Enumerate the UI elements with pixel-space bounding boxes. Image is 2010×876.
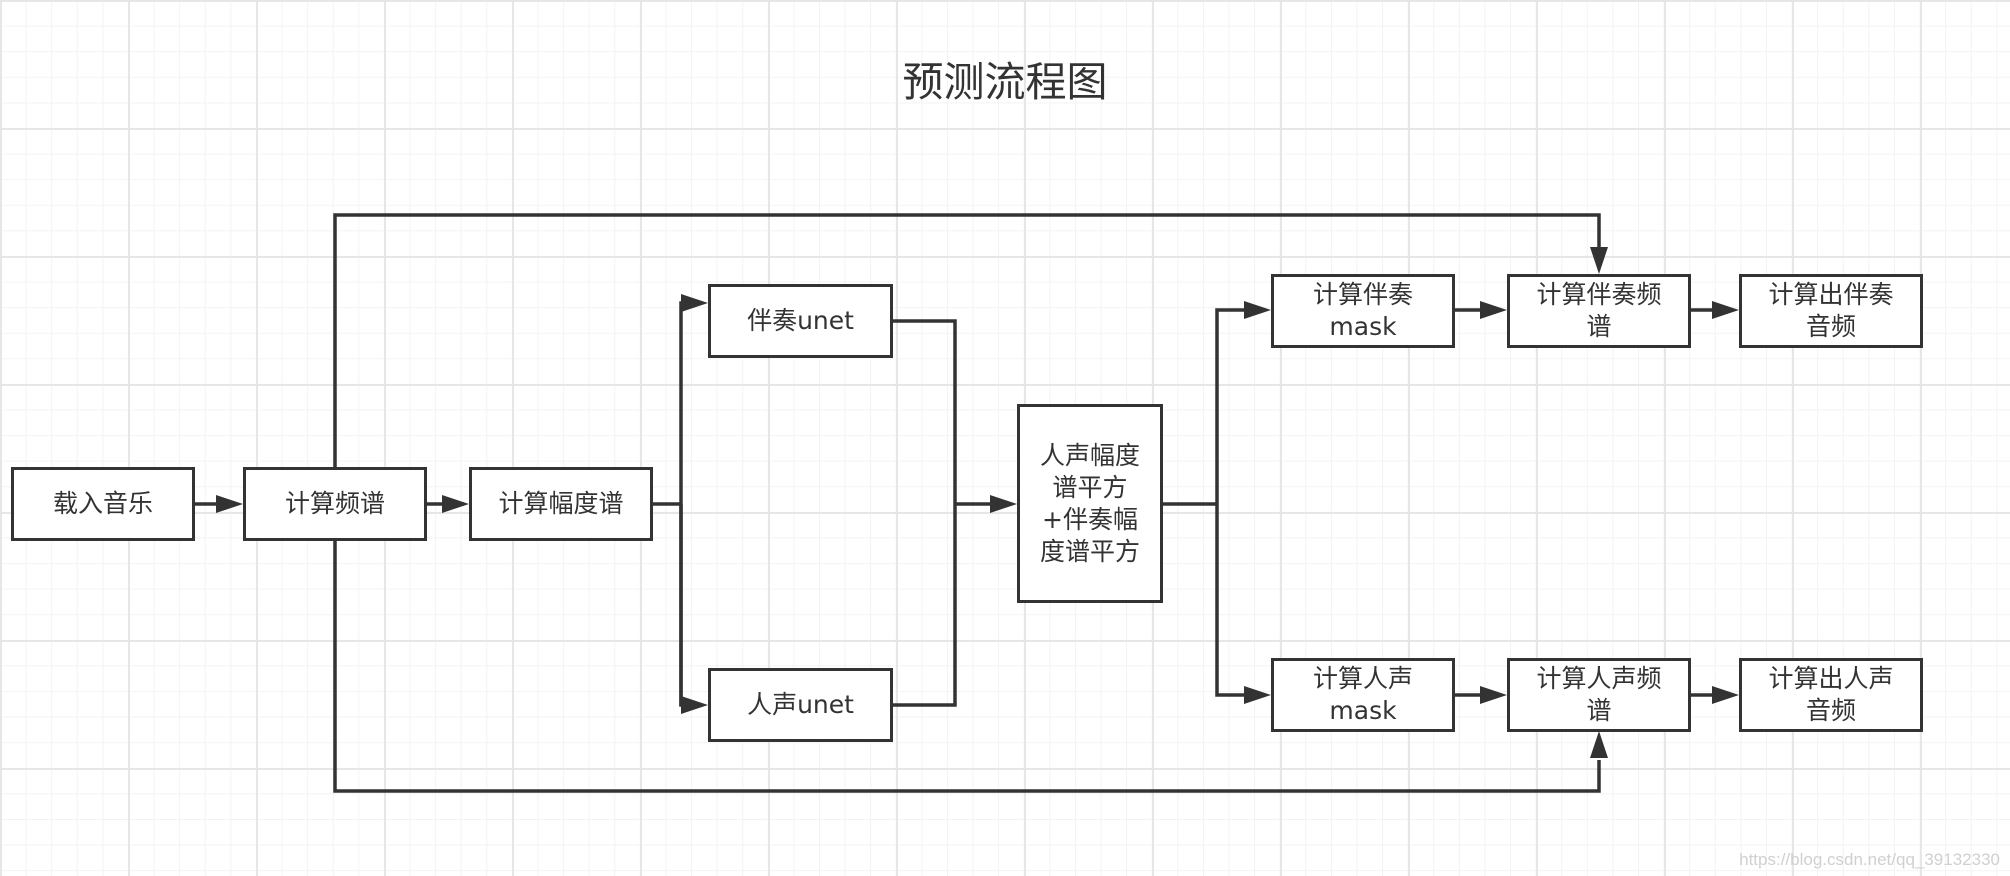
edge-vocal-unet-merge (892, 504, 957, 707)
arrowhead-magnitude (442, 495, 469, 513)
arrowhead-accomp-spectrum-left (1480, 301, 1507, 319)
node-vocal-spectrum[interactable]: 计算人声频 谱 (1507, 658, 1691, 732)
arrowhead-vocal-spectrum-left (1480, 686, 1507, 704)
arrowhead-accomp-mask (1244, 301, 1271, 319)
watermark: https://blog.csdn.net/qq_39132330 (1739, 850, 2000, 869)
arrowhead-accomp-audio (1712, 301, 1739, 319)
diagram-title: 预测流程图 (902, 58, 1108, 106)
node-vocal-audio[interactable]: 计算出人声 音频 (1739, 658, 1923, 732)
node-vocal-mask[interactable]: 计算人声 mask (1271, 658, 1455, 732)
edge-sum-to-accomp-mask (1215, 308, 1256, 504)
arrowhead-vocal-audio (1712, 686, 1739, 704)
edge-spectrum-to-accomp-spectrum (333, 213, 1601, 467)
edge-magnitude-to-vocal-unet (679, 504, 695, 707)
node-compute-magnitude[interactable]: 计算幅度谱 (469, 467, 653, 541)
edge-accomp-unet-merge (892, 319, 957, 504)
node-accomp-unet[interactable]: 伴奏unet (708, 284, 893, 358)
node-load-music[interactable]: 载入音乐 (11, 467, 195, 541)
arrowhead-vocal-spectrum-bottom (1590, 731, 1608, 758)
edge-magnitude-to-accomp-unet (679, 301, 695, 706)
edge-sum-to-vocal-mask (1215, 504, 1256, 697)
node-sum-squares[interactable]: 人声幅度 谱平方 +伴奏幅 度谱平方 (1017, 404, 1163, 603)
node-accomp-audio[interactable]: 计算出伴奏 音频 (1739, 274, 1923, 348)
arrowhead-accomp-spectrum-top (1590, 247, 1608, 274)
arrowhead-accomp-unet (681, 294, 708, 312)
edge-spectrum-to-vocal-spectrum (333, 541, 1601, 793)
node-accomp-spectrum[interactable]: 计算伴奏频 谱 (1507, 274, 1691, 348)
arrowhead-sum (990, 495, 1017, 513)
arrowhead-vocal-unet (681, 696, 708, 714)
node-accomp-mask[interactable]: 计算伴奏 mask (1271, 274, 1455, 348)
arrowhead-spectrum (216, 495, 243, 513)
node-vocal-unet[interactable]: 人声unet (708, 668, 893, 742)
arrowhead-vocal-mask (1244, 686, 1271, 704)
node-compute-spectrum[interactable]: 计算频谱 (243, 467, 427, 541)
